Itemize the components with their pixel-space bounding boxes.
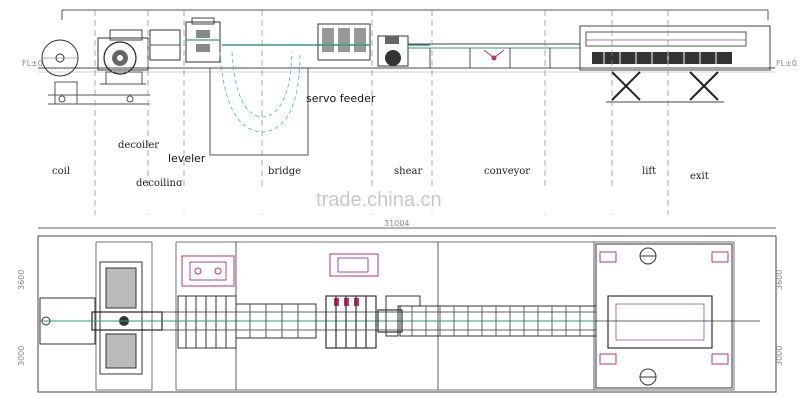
label-bridge: bridge [268,166,301,177]
elevation-view: FL±0 FL±0 [22,9,797,215]
lift-elevation [579,25,771,103]
watermark: trade.china.cn [316,189,442,211]
label-decoiling: decoiling [136,178,183,189]
label-decoiler: decoiler [118,140,159,151]
label-shear: shear [394,166,422,177]
wheel-icon [126,95,134,103]
servo-feeder-plan [325,253,379,349]
label-leveler: leveler [168,152,206,165]
dim-right-lower: 3000 [775,346,784,366]
label-exit: exit [690,171,709,182]
plan-view: 31004 3600 3000 3600 3000 [17,219,784,393]
leveler-elevation [149,17,221,63]
plan-outer-frame [37,235,777,393]
leveler-plan [177,255,237,349]
wheel-icon [58,95,66,103]
decoiler-plan [91,261,163,375]
dim-right-upper: 3600 [775,270,784,290]
torn-band [98,186,658,214]
coil-car [54,81,78,105]
label-servo-feeder: servo feeder [306,92,376,105]
plan-section-boxes [95,241,735,391]
shear-plan [377,295,421,337]
label-conveyor: conveyor [484,166,530,177]
servo-feeder-elevation [317,23,371,61]
decoiler-elevation [97,29,149,85]
overall-length: 31004 [384,219,409,228]
floor-level-left: FL±0 [22,59,43,68]
bridge-plan [235,303,317,339]
label-lift: lift [642,166,656,177]
bridge-pit [209,44,320,156]
dim-left-upper: 3600 [17,270,26,290]
section-dividers-elevation [94,10,669,215]
label-coil: coil [52,166,70,177]
dim-left-lower: 3000 [17,346,26,366]
shear-elevation [377,35,430,67]
conveyor-elevation [408,43,580,68]
floor-level-right: FL±0 [776,59,797,68]
coil-elevation [41,39,79,77]
lift-plan [595,243,760,389]
